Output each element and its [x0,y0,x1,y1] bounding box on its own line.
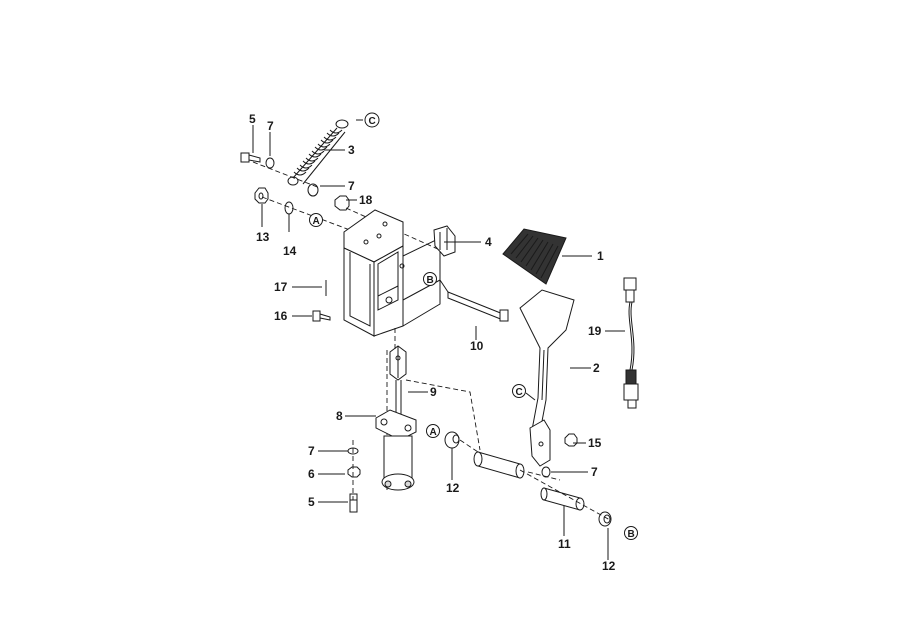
callout-13: 13 [256,230,270,244]
callout-1: 1 [597,249,604,263]
callout-12-left: 12 [446,481,460,495]
svg-text:A: A [430,427,437,438]
ref-marker-c-top: C [364,112,380,128]
washer-part-7-mid [307,183,319,197]
nut-part-6 [347,466,361,478]
callout-8: 8 [336,409,343,423]
callout-14: 14 [283,244,297,258]
ref-marker-b-bottom: B [624,526,638,540]
nut-part-13 [254,187,269,204]
bushing-part-12-left [444,431,460,449]
callout-5-top: 5 [249,112,256,126]
callout-3: 3 [348,143,355,157]
svg-text:C: C [369,116,376,127]
callout-9: 9 [430,385,437,399]
callout-4: 4 [485,235,492,249]
callout-7-mid: 7 [348,179,355,193]
bracket-part-4 [433,225,456,257]
rod-part-10 [447,291,509,322]
ref-marker-a-bottom: A [426,424,440,438]
washer-part-14 [284,201,294,215]
washer-part-7-right [541,466,551,478]
ref-marker-b-mid: B [423,272,437,286]
bushing-part-12-right [598,511,612,527]
svg-text:A: A [313,216,320,227]
cylinder-part-8 [375,409,417,491]
callout-17: 17 [274,280,288,294]
pedal-pad-part-1 [502,228,567,285]
callout-18: 18 [359,193,373,207]
nut-part-18 [334,195,350,211]
svg-text:B: B [427,275,434,286]
nut-part-15 [564,433,578,447]
bolt-part-5-bottom [349,493,358,513]
callout-7-bottom: 7 [308,444,315,458]
pedal-tube [473,451,525,479]
callout-11: 11 [558,537,571,551]
linkage-part-9 [389,345,407,420]
washer-part-7-top [265,157,275,169]
bolt-part-16 [312,310,331,322]
callout-16: 16 [274,309,288,323]
svg-text:C: C [516,387,523,398]
pedal-arm-part-2 [519,289,575,467]
sensor-part-19 [623,277,639,409]
callout-15: 15 [588,436,602,450]
callout-5-bottom: 5 [308,495,315,509]
bushing-part-11 [540,487,585,511]
ref-marker-c-pedal: C [512,384,526,398]
svg-text:B: B [628,529,635,540]
ref-marker-a-top: A [309,213,323,227]
spring-part-3 [287,119,349,186]
bracket-assembly [343,209,441,337]
callout-6: 6 [308,467,315,481]
callout-7-top: 7 [267,119,274,133]
callout-12-right: 12 [602,559,616,573]
callout-2: 2 [593,361,600,375]
callout-10: 10 [470,339,484,353]
bolt-part-5-top [240,152,261,163]
callout-19: 19 [588,324,602,338]
callout-7-right: 7 [591,465,598,479]
